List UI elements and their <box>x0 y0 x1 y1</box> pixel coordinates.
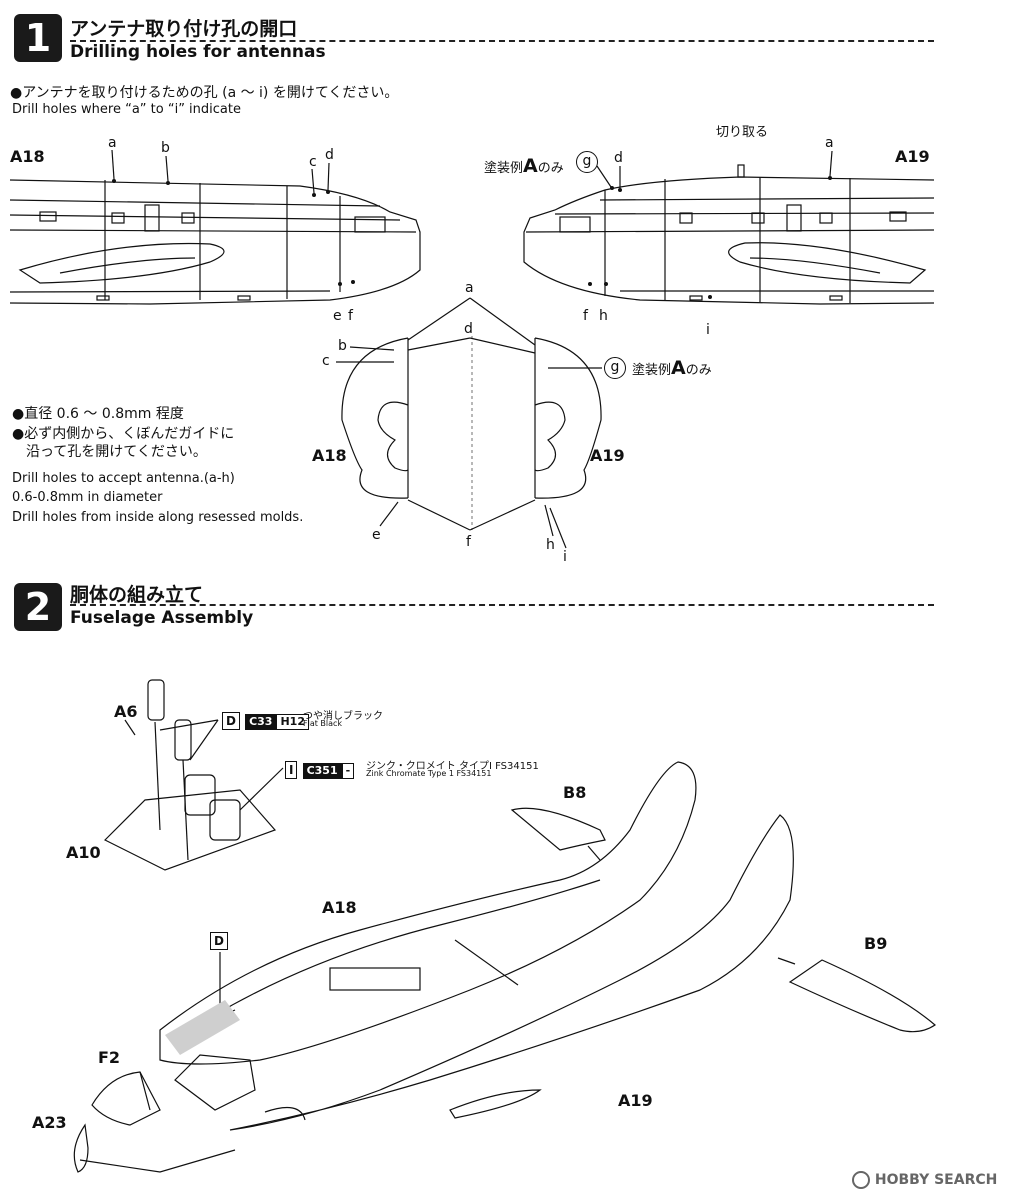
paint-callout-i: I C351- <box>285 759 355 779</box>
cut-off-label: 切り取る <box>716 125 769 140</box>
hole-a-right: a <box>825 135 834 151</box>
a18-side-view <box>9 179 421 305</box>
scheme-a-only-label-top: 塗装例Aのみ <box>484 155 564 177</box>
note-inside-en: Drill holes from inside along resessed m… <box>12 510 304 525</box>
paint-d-name-en: Flat Black <box>303 719 343 728</box>
section-hole-e: e <box>372 527 381 543</box>
a6-seat-parts <box>147 679 192 861</box>
a19-side-view <box>523 164 935 305</box>
hole-i-right: i <box>706 322 710 338</box>
part-f2-label: F2 <box>98 1048 121 1067</box>
step2-title-en: Fuselage Assembly <box>70 608 254 628</box>
cockpit-interior-shading <box>165 1000 240 1055</box>
watermark-logo-icon <box>852 1171 870 1189</box>
step1-title-en: Drilling holes for antennas <box>70 42 326 62</box>
section-hole-d: d <box>464 321 473 337</box>
hole-d-right: d <box>614 150 623 166</box>
section-hole-f: f <box>466 534 471 550</box>
part-b8-label: B8 <box>563 783 587 802</box>
step2-title-jp: 胴体の組み立て <box>70 584 204 606</box>
paint-d-name-jp: つや消しブラック <box>303 711 383 722</box>
step1-instruction-jp: ●アンテナを取り付けるための孔 (a ～ i) を開けてください。 <box>10 85 399 101</box>
section-left-label: A18 <box>312 446 347 465</box>
hole-b-left: b <box>161 140 170 156</box>
note-diameter-en: 0.6-0.8mm in diameter <box>12 490 163 505</box>
hole-e-left: e <box>333 308 342 324</box>
section-right-label: A19 <box>590 446 625 465</box>
hobby-search-watermark: HOBBY SEARCH <box>852 1171 997 1189</box>
step1-hole-dots <box>112 176 832 299</box>
step1-divider <box>70 40 934 42</box>
hole-f-right: f <box>583 308 588 324</box>
step2-divider <box>70 604 934 606</box>
f2-canopy <box>91 1071 161 1126</box>
step1-title-jp: アンテナ取り付け孔の開口 <box>70 18 298 40</box>
cockpit-tub <box>174 1054 256 1111</box>
part-b9-label: B9 <box>864 934 888 953</box>
b8-stabilizer <box>510 807 606 861</box>
part-a10-label: A10 <box>66 843 101 862</box>
hole-h-right: h <box>599 308 608 324</box>
note-inside-jp-2: 沿って孔を開けてください。 <box>26 444 207 460</box>
a10-cockpit-floor <box>103 774 277 871</box>
step1-right-part-label: A19 <box>895 147 930 166</box>
hole-g-circle-top: g <box>576 151 598 173</box>
paint-i-name-en: Zink Chromate Type 1 FS34151 <box>366 769 492 778</box>
hole-c-left: c <box>309 154 317 170</box>
section-hole-h: h <box>546 537 555 553</box>
note-accept-en: Drill holes to accept antenna.(a-h) <box>12 471 235 486</box>
section-hole-b: b <box>338 338 347 354</box>
paint-i-name-jp: ジンク・クロメイト タイプI FS34151 <box>366 761 539 772</box>
paint-ref-d-on-fuselage: D <box>210 930 228 950</box>
part-a18-label: A18 <box>322 898 357 917</box>
part-a19-label: A19 <box>618 1091 653 1110</box>
step2-number-badge: 2 <box>14 583 62 631</box>
a23-nose-cap <box>73 1123 89 1173</box>
step1-number-badge: 1 <box>14 14 62 62</box>
section-a18 <box>341 337 409 499</box>
a19-fuselage-half <box>229 814 794 1131</box>
part-a23-label: A23 <box>32 1113 67 1132</box>
note-diameter-jp: ●直径 0.6 ～ 0.8mm 程度 <box>12 406 184 422</box>
note-inside-jp: ●必ず内側から、くぼんだガイドに <box>12 426 235 442</box>
hole-g-circle-mid: g <box>604 357 626 379</box>
part-a6-label: A6 <box>114 702 138 721</box>
section-a19 <box>534 337 602 499</box>
b9-stabilizer <box>777 957 936 1033</box>
hole-d-left: d <box>325 147 334 163</box>
section-hole-a: a <box>465 280 474 296</box>
hole-f-left: f <box>348 308 353 324</box>
hole-a-left: a <box>108 135 117 151</box>
section-hole-i: i <box>563 549 567 565</box>
section-hole-c: c <box>322 353 330 369</box>
scheme-a-only-label-mid: 塗装例Aのみ <box>632 357 712 379</box>
step1-left-part-label: A18 <box>10 147 45 166</box>
step1-instruction-en: Drill holes where “a” to “i” indicate <box>12 102 241 117</box>
